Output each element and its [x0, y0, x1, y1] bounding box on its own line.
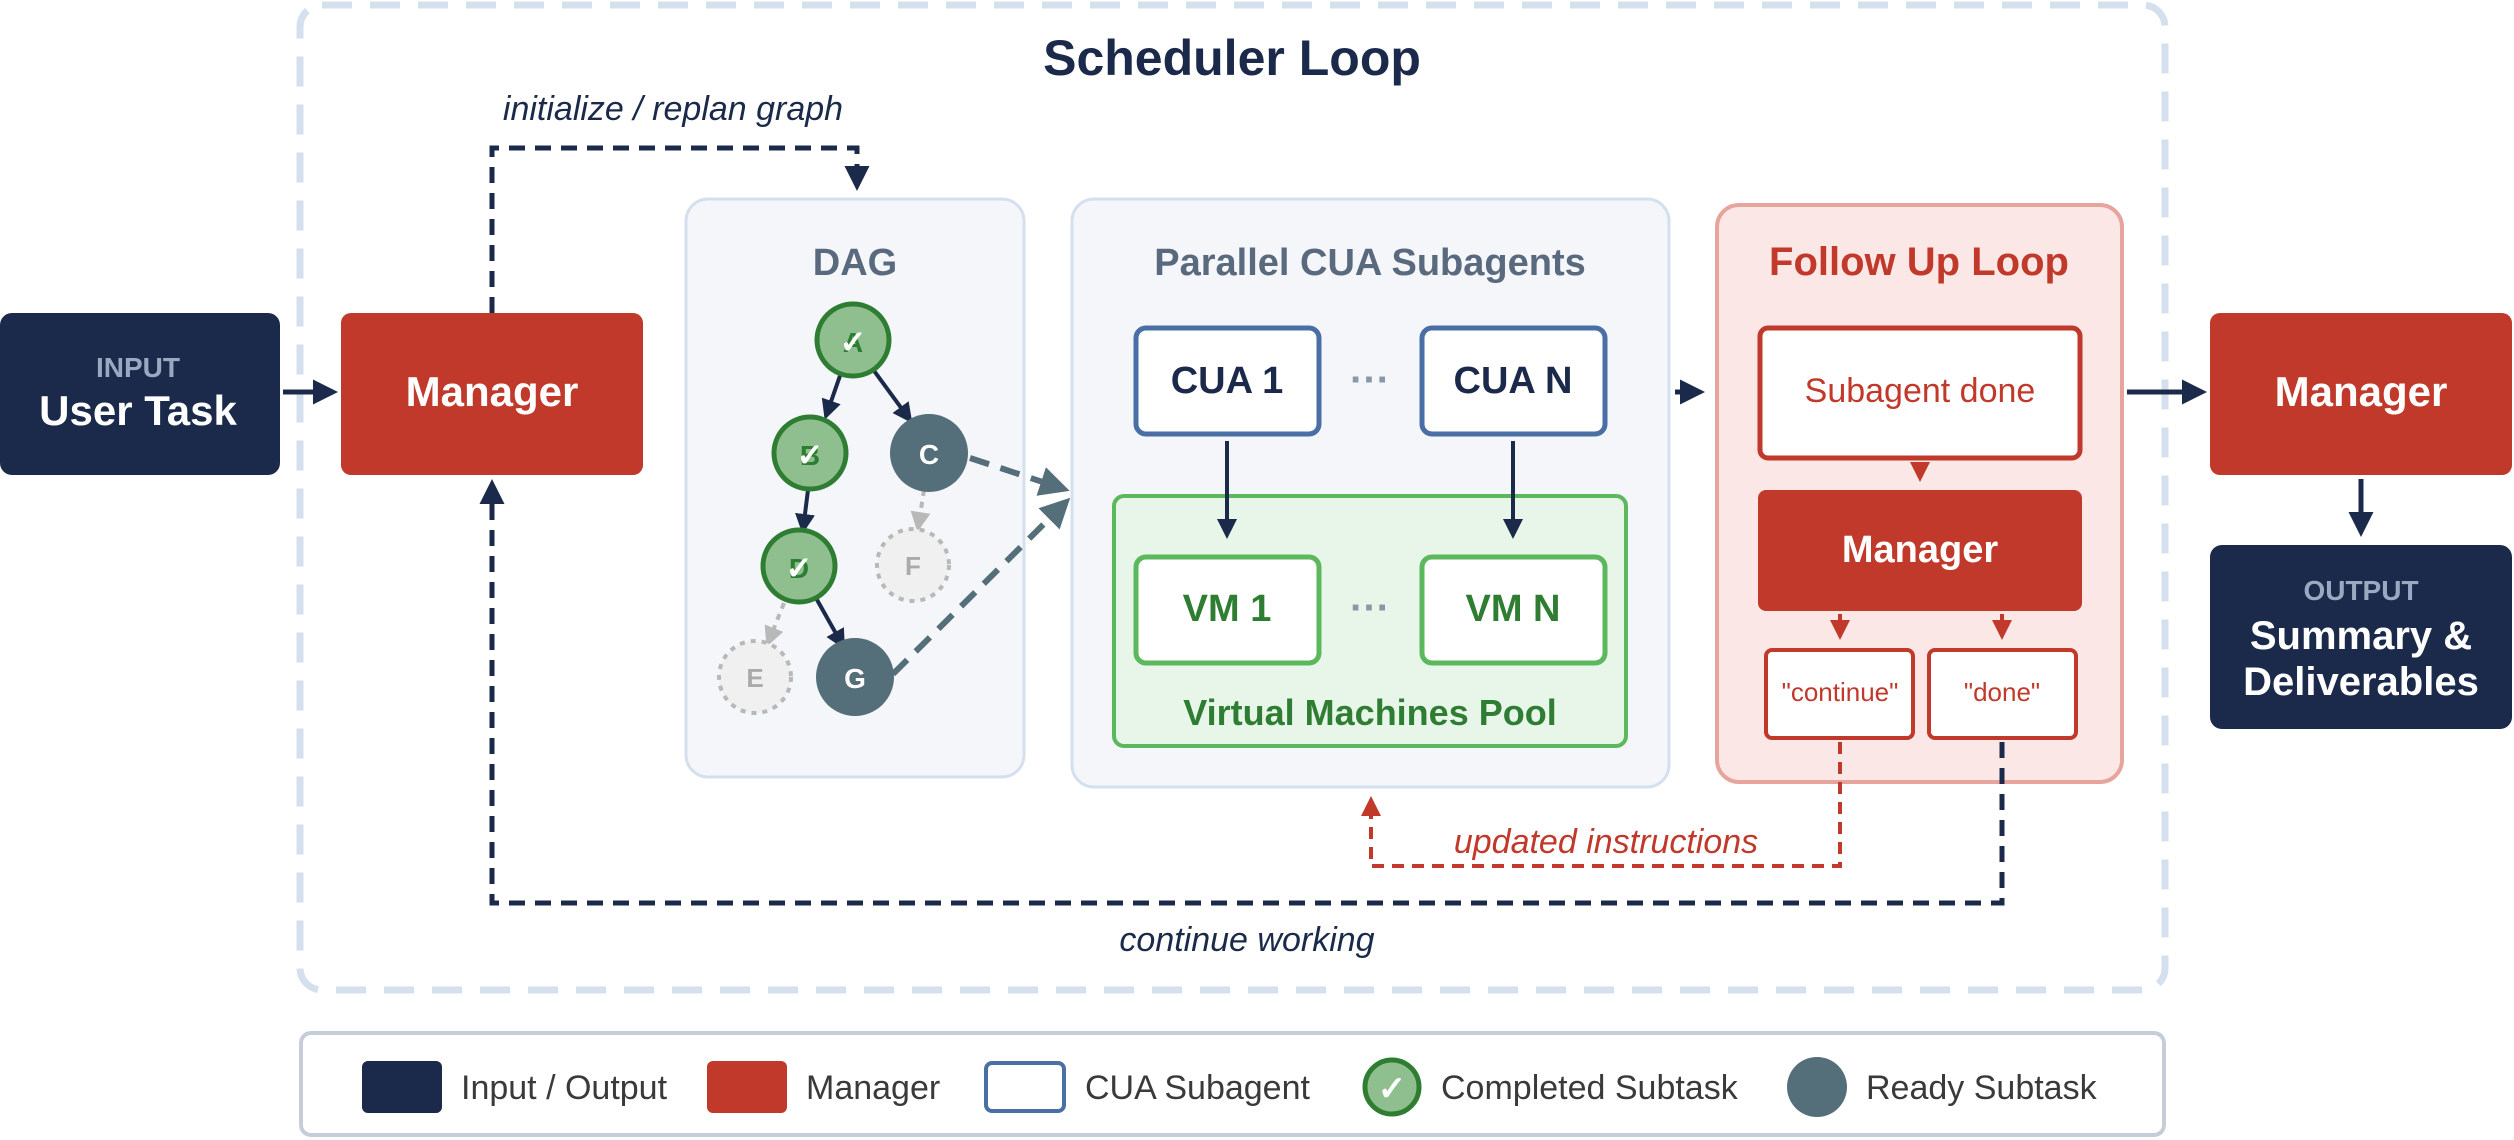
svg-text:B: B	[800, 440, 820, 471]
output-line-1: Summary &	[2250, 614, 2472, 658]
dag-title: DAG	[813, 242, 897, 284]
dag-edge-d-g	[814, 597, 845, 650]
vm-pool-label: Virtual Machines Pool	[1183, 692, 1556, 733]
svg-text:C: C	[919, 439, 939, 470]
legend-label-completed: Completed Subtask	[1441, 1069, 1739, 1107]
dag-node-f: F	[875, 527, 951, 603]
legend-swatch-io	[362, 1061, 442, 1113]
manager-right-label: Manager	[2275, 368, 2448, 415]
continue-working-edge	[479, 479, 2005, 906]
dag-node-c: C	[890, 414, 968, 492]
init-replan-label: initialize / replan graph	[503, 90, 843, 128]
manager-right-box: Manager	[2210, 313, 2512, 475]
dag-edges	[764, 366, 1071, 677]
output-box: OUTPUT Summary & Deliverables	[2210, 545, 2512, 729]
dag-node-e: E	[717, 639, 793, 715]
subagents-title: Parallel CUA Subagents	[1154, 242, 1586, 284]
subagent-done-label: Subagent done	[1805, 372, 2036, 410]
input-small-label: INPUT	[96, 352, 180, 383]
dag-node-b: B ✓	[771, 414, 849, 492]
subagent-done-box: Subagent done	[1757, 325, 2083, 461]
followup-title: Follow Up Loop	[1769, 240, 2069, 284]
check-icon: ✓	[786, 550, 813, 586]
legend-swatch-cua	[984, 1061, 1066, 1113]
legend-label-cua: CUA Subagent	[1085, 1069, 1310, 1107]
legend-swatch-manager	[707, 1061, 787, 1113]
check-icon: ✓	[797, 437, 824, 473]
svg-text:F: F	[905, 551, 921, 581]
cua-1-box: CUA 1	[1133, 325, 1322, 437]
dag-node-d: D ✓	[760, 527, 838, 605]
input-main-label: User Task	[39, 387, 237, 434]
init-replan-edge	[489, 145, 870, 313]
followup-manager-label: Manager	[1842, 529, 1998, 571]
cua-1-label: CUA 1	[1171, 360, 1284, 402]
vm-n-label: VM N	[1466, 588, 1561, 630]
svg-text:D: D	[789, 553, 809, 584]
legend-label-ready: Ready Subtask	[1866, 1069, 2098, 1107]
output-small-label: OUTPUT	[2303, 575, 2418, 606]
continue-working-label: continue working	[1119, 921, 1374, 959]
manager-left-label: Manager	[406, 368, 579, 415]
cua-ellipsis: ···	[1350, 358, 1390, 402]
svg-text:E: E	[746, 663, 763, 693]
vm-1-label: VM 1	[1183, 588, 1272, 630]
output-line-2: Deliverables	[2243, 660, 2479, 704]
svg-text:G: G	[844, 663, 866, 694]
legend-swatch-completed	[1362, 1057, 1422, 1117]
dag-edge-g-subagents	[890, 497, 1071, 677]
cua-n-box: CUA N	[1419, 325, 1608, 437]
dag-node-a: A ✓	[814, 301, 892, 379]
done-label: "done"	[1964, 677, 2040, 707]
dag-edge-a-b	[821, 369, 844, 420]
legend-swatch-ready	[1787, 1057, 1847, 1117]
legend: Input / Output Manager CUA Subagent ✓ Co…	[299, 1031, 2166, 1137]
cua-n-label: CUA N	[1454, 360, 1573, 402]
check-icon: ✓	[1378, 1070, 1407, 1108]
check-icon: ✓	[840, 324, 867, 360]
legend-label-io: Input / Output	[461, 1069, 668, 1107]
vm-n-box: VM N	[1419, 554, 1608, 666]
followup-manager-box: Manager	[1758, 490, 2082, 611]
scheduler-loop-title: Scheduler Loop	[1043, 30, 1421, 86]
svg-text:A: A	[843, 327, 863, 358]
vm-1-box: VM 1	[1133, 554, 1322, 666]
input-box: INPUT User Task	[0, 313, 280, 475]
continue-box: "continue"	[1764, 648, 1915, 740]
legend-label-manager: Manager	[806, 1069, 940, 1107]
vm-ellipsis: ···	[1350, 586, 1390, 630]
dag-edge-c-subagents	[969, 455, 1070, 496]
updated-instructions-label: updated instructions	[1454, 823, 1758, 861]
scheduler-loop-frame	[296, 1, 2169, 994]
dag-node-g: G	[816, 638, 894, 716]
manager-left-box: Manager	[341, 313, 643, 475]
done-box: "done"	[1927, 648, 2078, 740]
dag-edge-a-c	[870, 366, 913, 424]
updated-instructions-edge	[1361, 742, 1842, 868]
continue-label: "continue"	[1782, 677, 1899, 707]
dag-edge-b-d	[795, 489, 815, 534]
